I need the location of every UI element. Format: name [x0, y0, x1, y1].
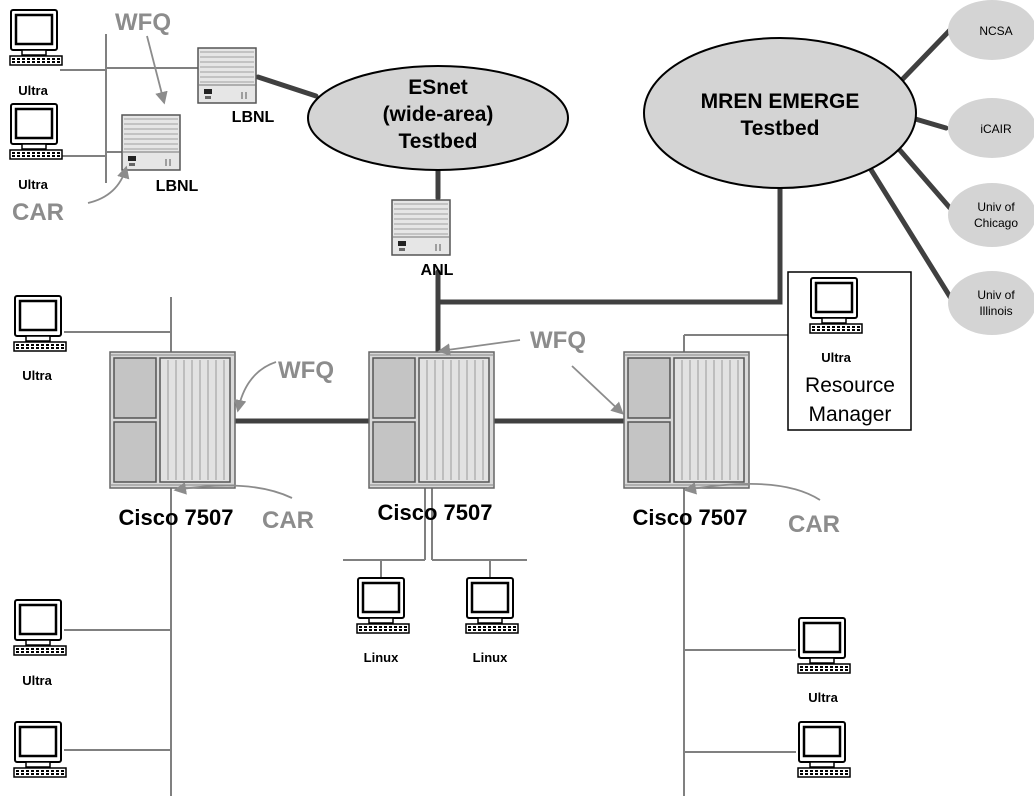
site-ncsa: NCSA	[948, 0, 1034, 60]
site-ncsa-label: NCSA	[979, 24, 1012, 38]
host-top-left-2-label: Ultra	[18, 177, 48, 192]
router-anl-label: ANL	[421, 262, 454, 279]
workstation-icon	[13, 721, 67, 778]
esnet-label-2: (wide-area)	[383, 103, 494, 126]
link-anl-mren	[435, 185, 783, 305]
cisco-router-mid	[368, 351, 495, 489]
lan-lines	[60, 34, 810, 796]
link-mren-uillinois	[857, 149, 955, 303]
host-left-1-label: Ultra	[22, 368, 52, 383]
wfq-right-arrow	[571, 365, 624, 415]
router-lbnl-top	[197, 47, 257, 104]
site-icair-label: iCAIR	[980, 122, 1012, 136]
resource-manager-label-2: Manager	[809, 403, 892, 426]
car-right-label: CAR	[788, 511, 840, 538]
workstation-icon	[797, 721, 851, 778]
wfq-mid-arrow	[437, 339, 521, 356]
router-lbnl-bottom-label: LBNL	[156, 178, 199, 195]
host-top-left-1-label: Ultra	[18, 83, 48, 98]
link-mren-uchicago	[895, 145, 953, 211]
wfq-top-arrow	[146, 35, 168, 105]
car-right-arrow	[683, 482, 821, 501]
site-uillinois-label-2: Illinois	[979, 304, 1012, 318]
esnet-label-1: ESnet	[408, 76, 468, 99]
workstation-icon	[356, 577, 410, 634]
link-lbnl-esnet	[255, 74, 319, 99]
wfq-left-label: WFQ	[278, 357, 334, 384]
site-uchicago-label-1: Univ of	[977, 200, 1015, 214]
workstation-icon	[9, 9, 63, 66]
site-icair: iCAIR	[948, 98, 1034, 158]
router-anl	[391, 199, 451, 256]
workstation-icon	[13, 599, 67, 656]
cisco-left-label: Cisco 7507	[119, 505, 234, 530]
workstation-icon	[13, 295, 67, 352]
car-top-label: CAR	[12, 199, 64, 226]
cisco-router-left	[109, 351, 236, 489]
backbone-links	[232, 25, 955, 424]
router-lbnl-top-label: LBNL	[232, 109, 275, 126]
workstation-icon	[465, 577, 519, 634]
mren-label-2: Testbed	[741, 117, 820, 140]
resource-manager-label-1: Resource	[805, 374, 895, 397]
annotation-arrows	[87, 35, 821, 501]
host-mid-2-label: Linux	[473, 650, 508, 665]
link-mren-ncsa	[893, 25, 955, 89]
host-rm-label: Ultra	[821, 350, 851, 365]
workstation-icon	[9, 103, 63, 160]
cisco-right-label: Cisco 7507	[633, 505, 748, 530]
site-uillinois-label-1: Univ of	[977, 288, 1015, 302]
wfq-left-arrow	[233, 361, 277, 413]
esnet-cloud: ESnet (wide-area) Testbed	[307, 65, 569, 171]
esnet-label-3: Testbed	[399, 130, 478, 153]
host-left-2-label: Ultra	[22, 673, 52, 688]
cisco-router-right	[623, 351, 750, 489]
workstation-icon	[797, 617, 851, 674]
site-uchicago: Univ of Chicago	[948, 183, 1034, 247]
wfq-top-label: WFQ	[115, 9, 171, 36]
workstation-icon	[809, 277, 863, 334]
wfq-mid-label: WFQ	[530, 327, 586, 354]
cisco-mid-label: Cisco 7507	[378, 500, 493, 525]
mren-label-1: MREN EMERGE	[701, 90, 860, 113]
car-left-arrow	[173, 482, 293, 499]
router-lbnl-bottom	[121, 114, 181, 171]
site-uillinois: Univ of Illinois	[948, 271, 1034, 335]
car-left-label: CAR	[262, 507, 314, 534]
link-mren-icair	[909, 115, 949, 131]
host-mid-1-label: Linux	[364, 650, 399, 665]
site-uchicago-label-2: Chicago	[974, 216, 1018, 230]
car-top-arrow	[87, 165, 130, 204]
host-right-1-label: Ultra	[808, 690, 838, 705]
mren-cloud: MREN EMERGE Testbed	[643, 37, 917, 189]
